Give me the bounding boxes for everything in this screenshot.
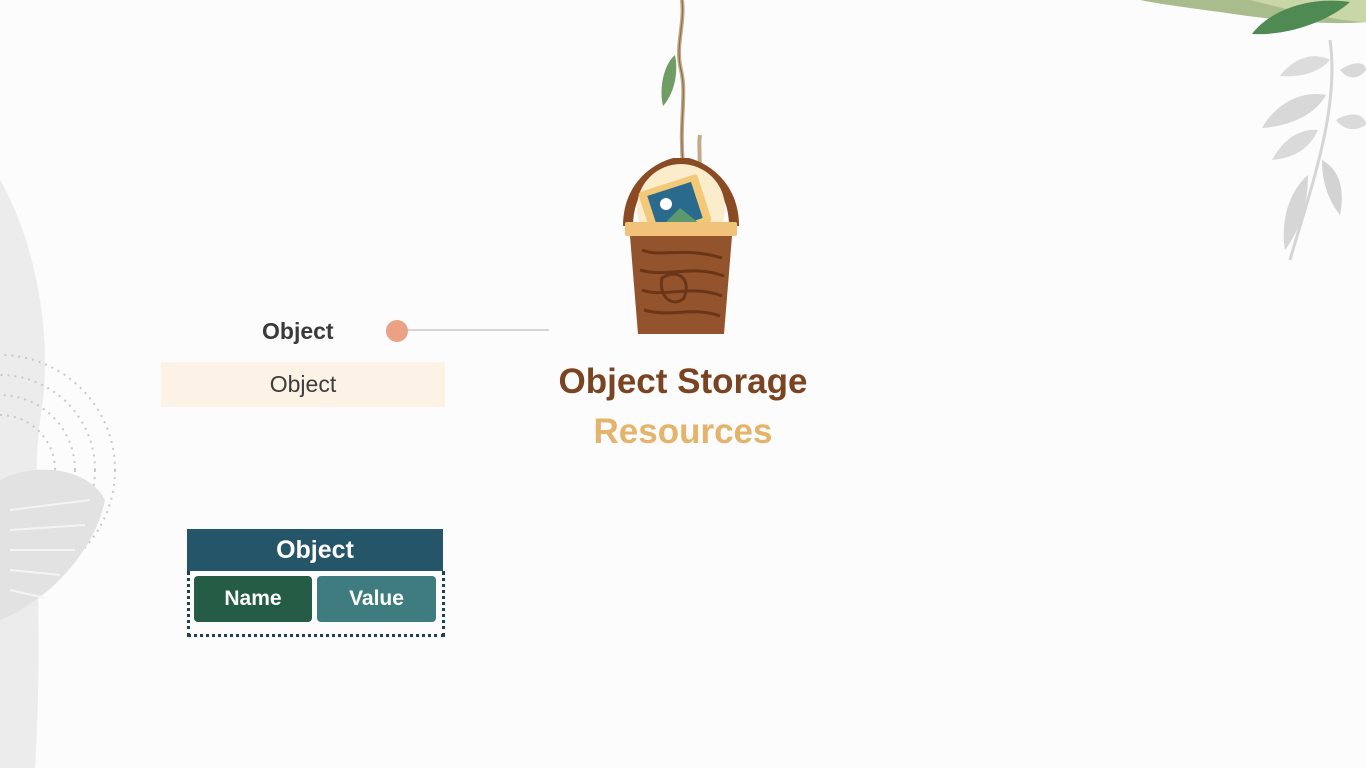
callout-dot — [386, 320, 408, 342]
left-decoration — [0, 180, 116, 768]
bucket-with-image-icon — [623, 158, 739, 334]
callout-box: Object — [161, 362, 445, 407]
connector-line — [408, 329, 549, 331]
top-right-leaves-decoration — [1140, 0, 1366, 261]
value-pill-label: Value — [349, 587, 404, 610]
name-pill: Name — [194, 576, 312, 622]
callout-box-text: Object — [269, 371, 337, 397]
object-card-header: Object — [187, 529, 443, 571]
bucket-title: Object Storage — [558, 362, 808, 401]
callout-title: Object — [262, 318, 334, 344]
name-pill-label: Name — [224, 587, 282, 610]
object-card-header-label: Object — [276, 535, 354, 564]
object-card: Object Name Value — [187, 529, 445, 639]
object-card-body: Name Value — [187, 571, 445, 637]
value-pill: Value — [317, 576, 436, 622]
rope-decoration — [661, 0, 702, 171]
bucket-subtitle: Resources — [593, 412, 773, 451]
